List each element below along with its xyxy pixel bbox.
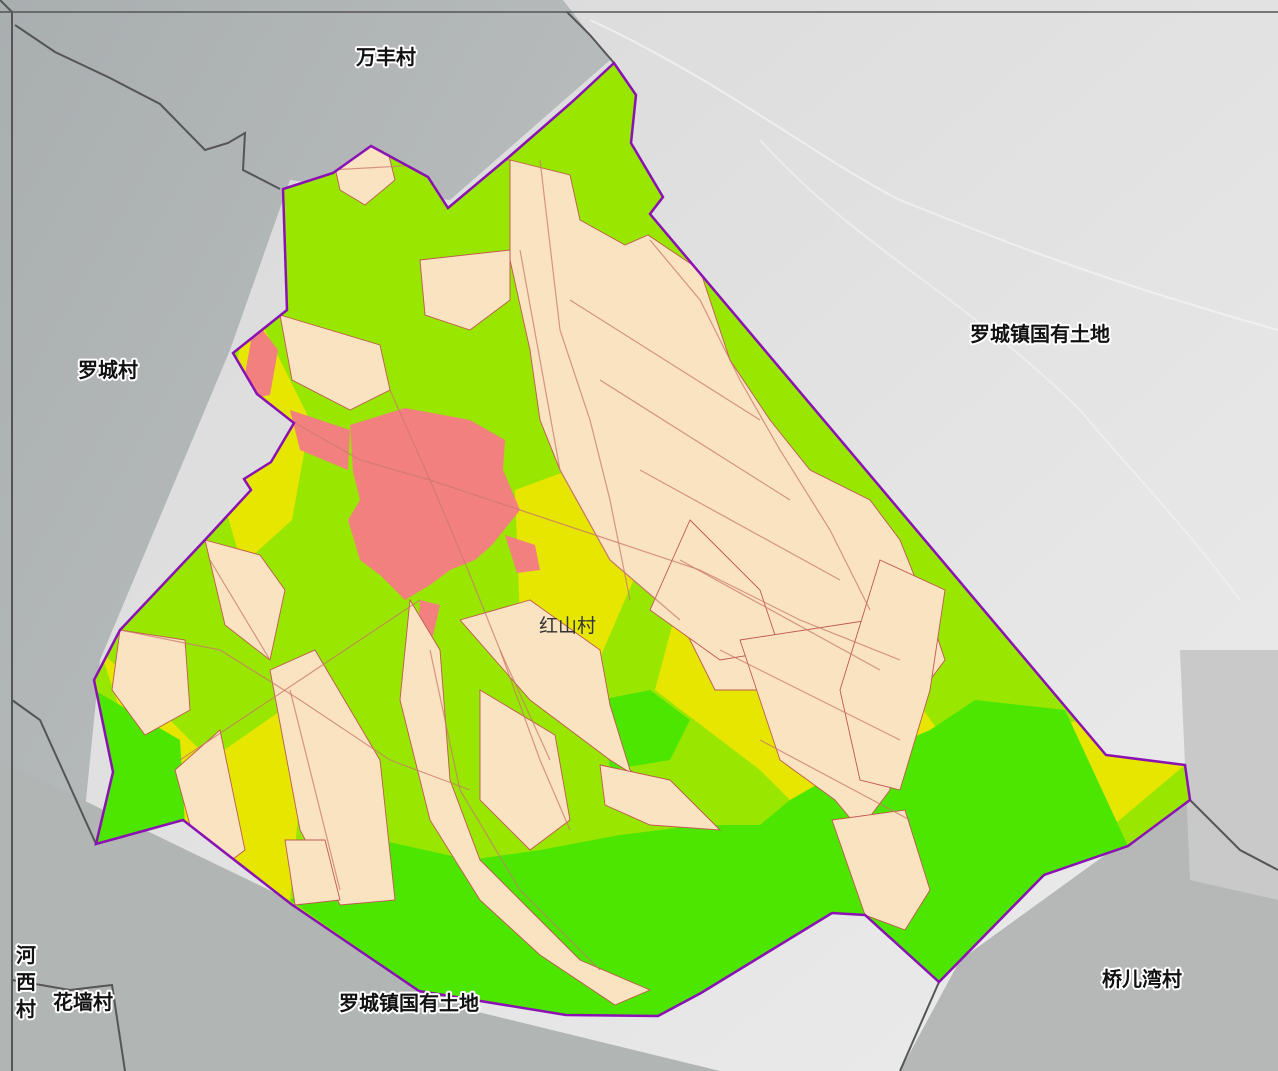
label-southwest-vertical-char-3[interactable]: 村 <box>14 995 38 1023</box>
forest-south <box>290 700 1128 1016</box>
west-admin-line <box>14 24 281 190</box>
label-center-village[interactable]: 红山村 <box>539 615 596 637</box>
road-line-11 <box>639 469 841 581</box>
label-southwest-village[interactable]: 花墙村 <box>51 988 115 1016</box>
road-line-15 <box>209 559 271 661</box>
road-line-8 <box>649 239 871 611</box>
settlement-main <box>348 408 520 600</box>
farmland-north-center <box>419 249 511 331</box>
south-river-background <box>0 760 720 1071</box>
settlement-west <box>290 410 350 470</box>
road-line-12 <box>679 559 881 671</box>
farmland-south-center-strip <box>479 689 571 851</box>
north-admin-line <box>566 11 615 64</box>
south-admin-line <box>11 979 126 1071</box>
settlement-east <box>505 535 540 573</box>
label-southwest-vertical-char-1[interactable]: 河 <box>14 941 38 969</box>
desert-wash-line-2 <box>759 139 1241 601</box>
southwest-admin-line <box>11 699 97 845</box>
farmland-west <box>204 539 286 661</box>
hongshan-village-boundary[interactable] <box>92 61 1192 1018</box>
label-east-state-land[interactable]: 罗城镇国有土地 <box>968 320 1112 348</box>
road-line-14 <box>759 739 911 821</box>
southeast-admin-line <box>1189 799 1278 871</box>
farmland-south-west <box>284 839 341 906</box>
forest-west <box>94 690 185 844</box>
label-southeast-village[interactable]: 桥儿湾村 <box>1100 965 1184 993</box>
farmland-river-strip <box>399 598 652 1006</box>
farmland-west-strip <box>269 649 396 906</box>
road-line-16 <box>289 689 341 891</box>
road-line-10 <box>599 379 791 501</box>
road-line-6 <box>179 599 421 761</box>
road-line-9 <box>569 299 761 421</box>
road-line-2 <box>389 389 551 761</box>
road-line-3 <box>519 249 681 621</box>
south-east-admin-line <box>899 981 940 1071</box>
road-line-4 <box>289 419 901 661</box>
road-line-5 <box>119 629 471 791</box>
east-fields-background <box>1180 650 1278 900</box>
farmland-northwest <box>279 314 391 411</box>
road-line-7 <box>539 159 631 601</box>
road-line-17 <box>429 649 601 971</box>
road-line-18 <box>499 649 571 831</box>
label-west-village[interactable]: 罗城村 <box>76 356 140 384</box>
label-south-state-land[interactable]: 罗城镇国有土地 <box>337 989 481 1017</box>
label-southwest-vertical-char-2[interactable]: 西 <box>14 968 38 996</box>
west-village-background <box>0 0 610 1071</box>
farmland-southwest <box>111 629 191 736</box>
label-north-village[interactable]: 万丰村 <box>353 43 418 71</box>
southeast-village-background <box>900 790 1278 1071</box>
farmland-east-strip <box>839 559 946 791</box>
desert-wash-line <box>589 19 1278 331</box>
farmland-east-bottom <box>831 809 931 931</box>
road-line-13 <box>719 649 901 741</box>
farmland-south-center-tip <box>599 764 722 831</box>
